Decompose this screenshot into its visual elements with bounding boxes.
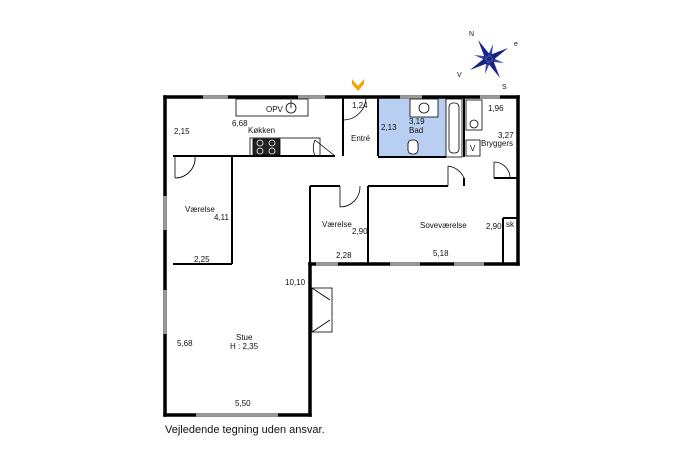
bedroom-closet-label: sk (506, 220, 515, 229)
utility-name: Bryggers (481, 139, 513, 148)
compass-rose (469, 39, 509, 79)
bath-name: Bad (409, 126, 423, 135)
room2-dimension-b: 2,28 (336, 251, 352, 260)
utility-dimension-a: 1,96 (488, 104, 504, 113)
kitchen-name: Køkken (248, 126, 275, 135)
entry-dimension: 1,24 (352, 101, 368, 110)
room2-dimension-a: 2,90 (352, 227, 368, 236)
utility-appliance-label: V (470, 144, 476, 153)
living-height: H : 2,35 (230, 342, 259, 351)
kitchen-dimension-b: 2,15 (174, 127, 190, 136)
compass-west-label: V (457, 72, 462, 79)
bath-dimension-a: 3,19 (409, 117, 425, 126)
entry-marker (352, 79, 364, 91)
compass-south-label: S (502, 84, 507, 91)
kitchen-appliance-label: OPV (266, 105, 284, 114)
windows (163, 95, 500, 417)
living-dimension-a: 10,10 (285, 278, 306, 287)
room1-dimension-a: 4,11 (214, 213, 230, 222)
room1-name: Værelse (185, 205, 215, 214)
room1-dimension-b: 2,25 (194, 255, 210, 264)
kitchen-dimension-a: 6,68 (232, 119, 248, 128)
living-name: Stue (236, 333, 253, 342)
room2-name: Værelse (322, 220, 352, 229)
bedroom-dimension-b: 5,18 (433, 249, 449, 258)
bedroom-name: Soveværelse (420, 221, 467, 230)
disclaimer-caption: Vejledende tegning uden ansvar. (165, 424, 325, 436)
living-dimension-b: 5,68 (177, 339, 193, 348)
utility-dimension-b: 3,27 (498, 131, 514, 140)
entry-name: Entré (351, 134, 371, 143)
bath-fixtures (407, 98, 463, 158)
doors (174, 96, 511, 333)
stove (252, 138, 281, 156)
utility-fixtures (465, 99, 483, 157)
living-dimension-c: 5,50 (235, 399, 251, 408)
compass-north-label: N (469, 31, 474, 38)
bath-dimension-b: 2,13 (381, 123, 397, 132)
compass-east-label: e (514, 41, 518, 48)
kitchen-fixtures (235, 98, 321, 157)
bathtub (445, 98, 463, 158)
bedroom-dimension-a: 2,90 (486, 222, 502, 231)
